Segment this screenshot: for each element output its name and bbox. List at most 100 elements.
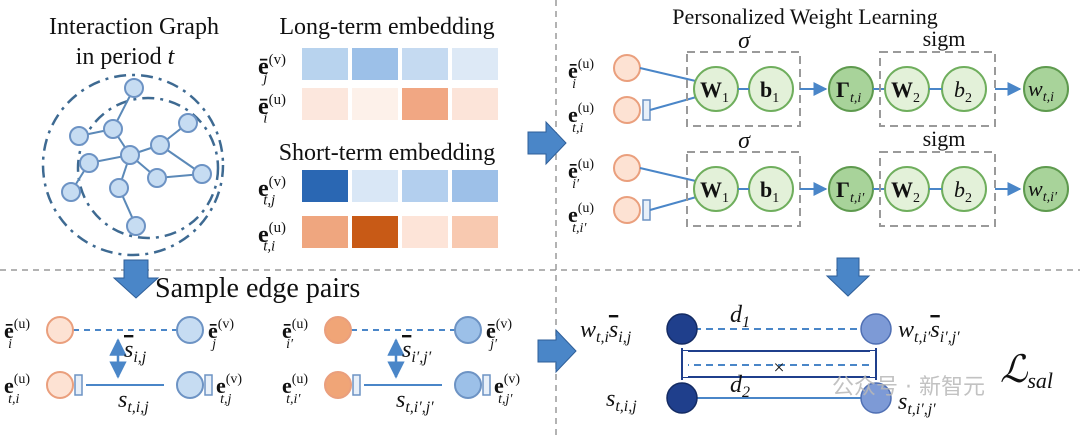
embedding-cell bbox=[302, 88, 348, 120]
sample-label-br: e(v)t,j′ bbox=[494, 372, 520, 407]
embedding-row-label: ē(v)j bbox=[258, 52, 286, 87]
b1-label: b1 bbox=[760, 177, 779, 206]
embedding-cell bbox=[452, 170, 498, 202]
embedding-panel: Long-term embedding Short-term embedding… bbox=[258, 14, 498, 255]
embedding-row: ē(u)i bbox=[258, 88, 498, 127]
long-term-label: Long-term embedding bbox=[279, 14, 494, 40]
sample-node-bl bbox=[324, 371, 352, 399]
loss-d2: d2 bbox=[730, 372, 750, 401]
sigma-label: σ bbox=[738, 128, 751, 154]
loss-node-tr bbox=[860, 313, 892, 345]
embedding-row: ē(v)j bbox=[258, 48, 498, 87]
embedding-cell bbox=[402, 48, 448, 80]
b1-label: b1 bbox=[760, 77, 779, 106]
loss-node-bl bbox=[666, 382, 698, 414]
loss-symbol: ℒsal bbox=[1000, 349, 1053, 393]
graph-node bbox=[120, 145, 140, 165]
sample-pair-right: ē(u)i′ē(v)j′e(u)t,i′e(v)t,j′si′,j′st,i′,… bbox=[282, 316, 520, 416]
loss-label-br: st,i′,j′ bbox=[898, 389, 936, 418]
input-node-top bbox=[613, 154, 641, 182]
input-bottom-label: e(u)t,i bbox=[568, 101, 594, 136]
b2-label: b2 bbox=[954, 177, 972, 206]
input-top-label: ē(u)i bbox=[568, 57, 594, 92]
embedding-cell bbox=[352, 48, 398, 80]
short-term-label: Short-term embedding bbox=[279, 140, 496, 166]
embedding-cell bbox=[302, 216, 348, 248]
sample-bar bbox=[352, 374, 361, 396]
sample-title: Sample edge pairs bbox=[155, 273, 360, 304]
graph-node bbox=[124, 78, 144, 98]
output-node bbox=[1023, 66, 1069, 112]
sigm-box bbox=[879, 51, 996, 127]
graph-node bbox=[192, 164, 212, 184]
b2-label: b2 bbox=[954, 77, 972, 106]
sigm-box bbox=[879, 151, 996, 227]
embedding-cell bbox=[452, 216, 498, 248]
w1-label: W1 bbox=[700, 177, 729, 206]
loss-d1: d1 bbox=[730, 302, 750, 331]
sample-bar bbox=[74, 374, 83, 396]
sample-node-br bbox=[454, 371, 482, 399]
sample-node-tr bbox=[454, 316, 482, 344]
sample-node-bl bbox=[46, 371, 74, 399]
flow-arrow-down-icon bbox=[112, 259, 160, 299]
w2-label: W2 bbox=[891, 177, 920, 206]
input-bar bbox=[642, 199, 651, 221]
weight-learning-panel: Personalized Weight Learning ē(u)ie(u)t,… bbox=[568, 4, 1069, 236]
embedding-row-label: e(u)t,i bbox=[258, 220, 286, 255]
embedding-cell bbox=[402, 170, 448, 202]
input-bottom-label: e(u)t,i′ bbox=[568, 201, 594, 236]
graph-node bbox=[178, 113, 198, 133]
input-node-bottom bbox=[613, 96, 641, 124]
embedding-cell bbox=[402, 88, 448, 120]
sample-node-tl bbox=[46, 316, 74, 344]
embedding-cell bbox=[452, 48, 498, 80]
embedding-cell bbox=[302, 170, 348, 202]
sample-label-br: e(v)t,j bbox=[216, 372, 242, 407]
graph-node bbox=[79, 153, 99, 173]
output-label: wt,i bbox=[1028, 76, 1054, 105]
graph-outer-circle bbox=[41, 73, 225, 257]
input-node-top bbox=[613, 54, 641, 82]
gamma-label: Γt,i′ bbox=[836, 177, 865, 206]
flow-arrow-right-icon bbox=[527, 120, 567, 166]
loss-label-bl: st,i,j bbox=[606, 386, 637, 415]
embedding-cell bbox=[352, 88, 398, 120]
flow-arrow-down-icon bbox=[825, 257, 871, 297]
interaction-title-line1: Interaction Graph bbox=[49, 14, 219, 40]
embedding-cell bbox=[452, 88, 498, 120]
embedding-row: e(v)t,j bbox=[258, 170, 498, 209]
loss-panel: × wt,isi,j wt,i′si′,j′ st,i,j st,i′,j′ d… bbox=[580, 302, 1053, 418]
loss-label-tr: wt,i′si′,j′ bbox=[898, 317, 960, 346]
sample-node-tl bbox=[324, 316, 352, 344]
sigma-label: σ bbox=[738, 28, 751, 54]
loss-node-tl bbox=[666, 313, 698, 345]
interaction-title-line2: in period t bbox=[76, 44, 176, 70]
sample-sbar: si′,j′ bbox=[402, 337, 432, 366]
sample-label-tr: ē(v)j bbox=[208, 317, 234, 352]
flow-arrow-right-icon bbox=[537, 328, 577, 374]
w1-label: W1 bbox=[700, 77, 729, 106]
embedding-row-label: ē(u)i bbox=[258, 92, 286, 127]
interaction-graph: Interaction Graph in period t bbox=[41, 14, 225, 257]
sigm-label: sigm bbox=[923, 126, 966, 151]
sample-sbar: si,j bbox=[124, 337, 147, 366]
sample-node-br bbox=[176, 371, 204, 399]
input-top-label: ē(u)i′ bbox=[568, 157, 594, 192]
embedding-cell bbox=[402, 216, 448, 248]
gamma-label: Γt,i bbox=[836, 77, 861, 106]
graph-node bbox=[150, 135, 170, 155]
output-node bbox=[1023, 166, 1069, 212]
sample-s: st,i,j bbox=[118, 387, 149, 416]
sample-node-tr bbox=[176, 316, 204, 344]
sample-label-bl: e(u)t,i bbox=[4, 372, 30, 407]
sample-bar bbox=[482, 374, 491, 396]
embedding-row: e(u)t,i bbox=[258, 216, 498, 255]
sample-label-tl: ē(u)i′ bbox=[282, 317, 308, 352]
sample-s: st,i′,j′ bbox=[396, 387, 434, 416]
w2-label: W2 bbox=[891, 77, 920, 106]
loss-node-br bbox=[860, 382, 892, 414]
